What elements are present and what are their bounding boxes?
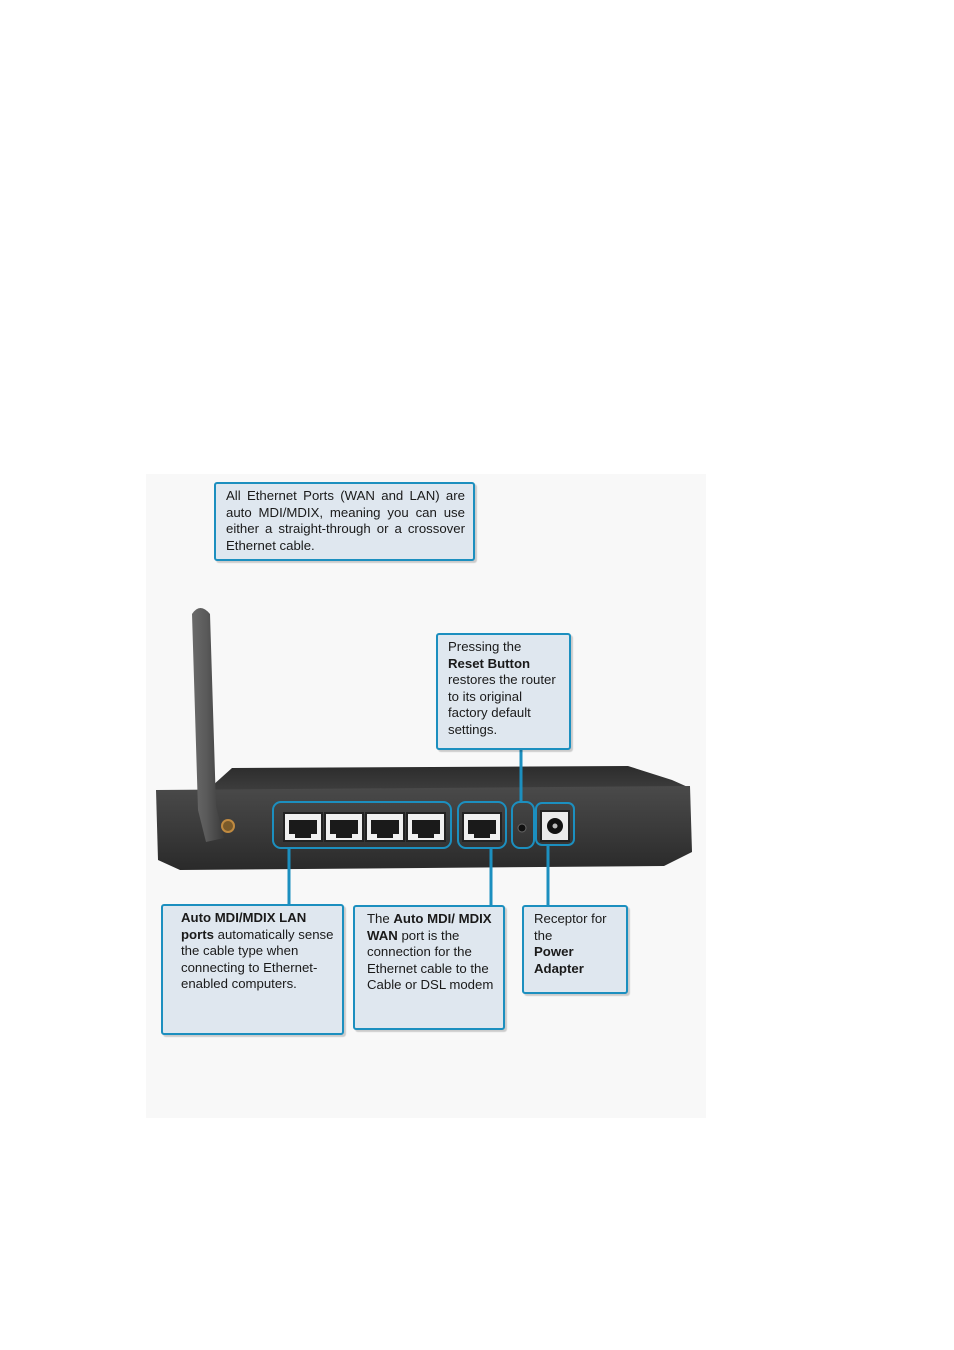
ethernet-port-icon <box>365 812 405 842</box>
wan-callout-bold: Auto MDI/ MDIX WAN <box>367 911 492 943</box>
reset-callout-bold: Reset Button <box>448 655 531 671</box>
power-callout-bold: Power Adapter <box>534 944 584 976</box>
reset-highlight <box>511 801 535 849</box>
leader-lines <box>287 750 550 905</box>
ethernet-port-icon <box>462 812 502 842</box>
reset-button-callout: Pressing the Reset Button restores the r… <box>436 633 571 750</box>
lan-callout-post: automatically sense the cable type when … <box>181 926 334 992</box>
ethernet-ports-text: All Ethernet Ports (WAN and LAN) are aut… <box>226 488 465 553</box>
reset-callout-pre: Pressing the <box>448 639 522 654</box>
ethernet-port-icon <box>283 812 323 842</box>
lan-ports <box>283 812 446 842</box>
ethernet-port-icon <box>406 812 446 842</box>
lan-callout-bold: Auto MDI/MDIX LAN ports <box>181 910 307 942</box>
wan-callout-post: port is the connection for the Ethernet … <box>367 927 494 993</box>
power-callout-pre: Receptor for the <box>534 911 607 943</box>
lan-ports-highlight <box>272 801 452 849</box>
router-top-surface <box>212 766 690 790</box>
reset-hole-icon <box>517 823 527 833</box>
wan-port-highlight <box>457 801 507 849</box>
power-highlight <box>535 802 575 846</box>
lan-ports-callout: Auto MDI/MDIX LAN ports automatically se… <box>161 904 344 1035</box>
reset-callout-post: restores the router to its original fact… <box>448 672 556 737</box>
power-adapter-callout: Receptor for the Power Adapter <box>522 905 628 994</box>
wan-callout-pre: The <box>367 911 390 926</box>
ethernet-ports-callout: All Ethernet Ports (WAN and LAN) are aut… <box>214 482 475 561</box>
ethernet-port-icon <box>324 812 364 842</box>
power-jack-icon <box>540 810 570 842</box>
antenna-connector-icon <box>221 819 235 833</box>
wan-port-callout: The Auto MDI/ MDIX WAN port is the conne… <box>353 905 505 1030</box>
antenna-icon <box>192 608 224 842</box>
